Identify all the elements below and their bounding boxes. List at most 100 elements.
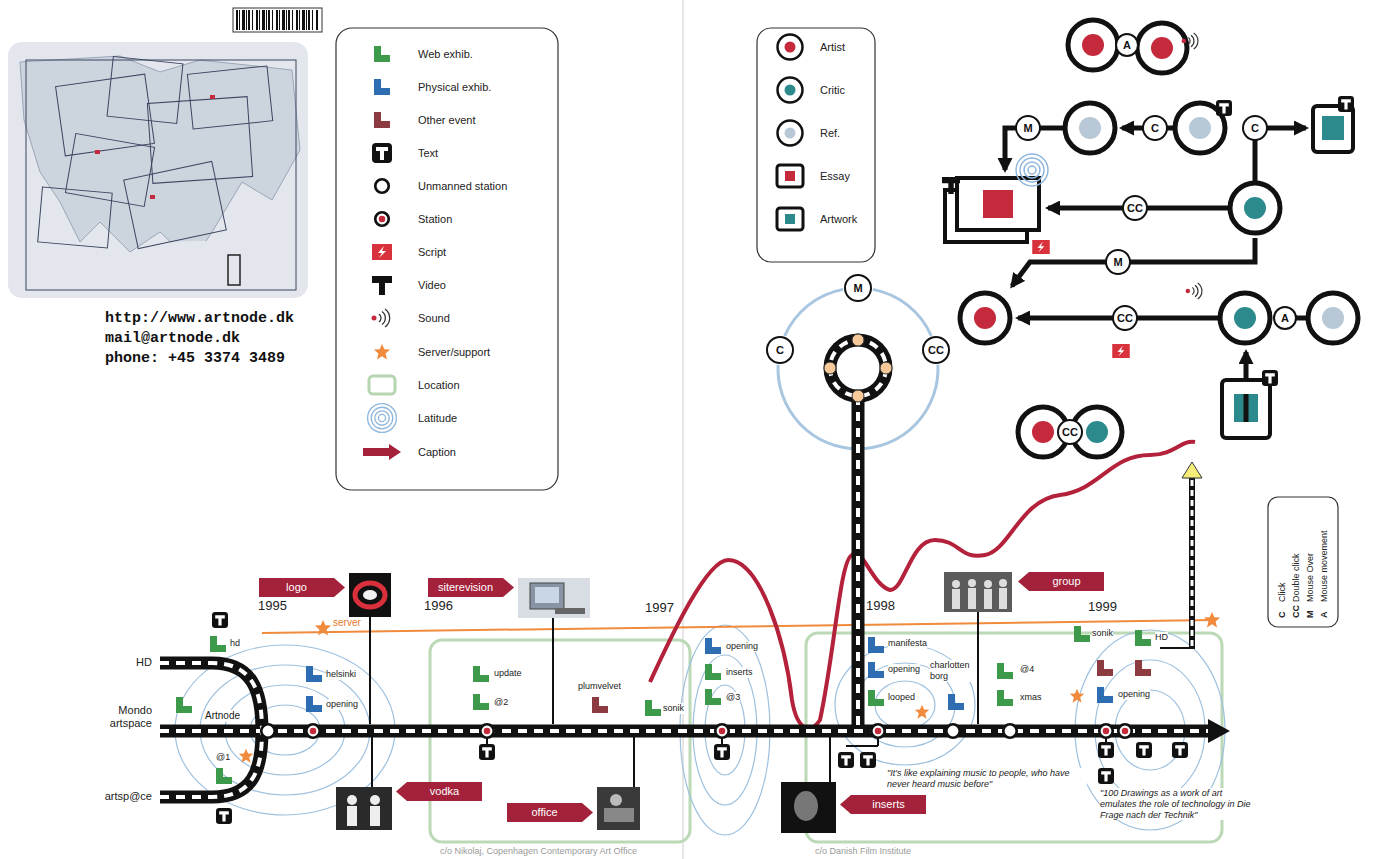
europe-map	[8, 42, 308, 298]
action-circle: C	[1242, 115, 1268, 141]
label-ev: update	[494, 668, 522, 679]
label-ev: @2	[494, 697, 508, 708]
track	[262, 725, 1212, 738]
event-icons	[216, 768, 232, 784]
action-circle: C	[1142, 115, 1168, 141]
action-letter: CC	[1117, 312, 1133, 324]
action-letter: A	[1281, 312, 1289, 324]
barcode	[233, 8, 322, 32]
track	[160, 340, 1208, 797]
photos	[968, 579, 976, 587]
legend-samples	[363, 444, 401, 460]
track	[160, 729, 262, 733]
action-circle: M	[1015, 115, 1041, 141]
activity-curve	[650, 442, 1195, 728]
leader-lines	[829, 737, 831, 782]
label-year: 1998	[866, 598, 895, 614]
europe-map	[95, 150, 100, 154]
europe-map	[38, 187, 113, 248]
interaction-diagram	[942, 177, 960, 194]
label-quote: "It's like explaining music to people, w…	[887, 768, 1087, 790]
photos	[370, 806, 380, 826]
track	[824, 334, 892, 402]
legend-row: CCDouble click	[1289, 502, 1303, 622]
photos	[370, 795, 380, 805]
legend-samples	[777, 165, 803, 187]
leader-lines	[846, 745, 878, 747]
track	[880, 362, 892, 374]
label-ev: xmas	[1020, 692, 1042, 703]
legend-text: Unmanned station	[418, 179, 507, 193]
europe-map	[124, 161, 227, 248]
label-ev: HD	[1155, 632, 1168, 643]
label-year: 1995	[258, 598, 287, 614]
interaction-diagram	[1230, 183, 1280, 233]
future-track	[1160, 647, 1195, 649]
photos	[952, 580, 960, 588]
label-ev: opening	[1118, 689, 1150, 700]
event-icons	[705, 689, 721, 705]
stations	[715, 724, 729, 738]
event-icons	[1097, 660, 1113, 676]
label-ev: opening	[326, 699, 358, 710]
event-icons	[1135, 630, 1151, 646]
action-circle: C	[766, 336, 794, 364]
caption-text: group	[1052, 572, 1080, 591]
photos	[952, 589, 960, 609]
action-circle: CC	[1112, 305, 1138, 331]
interaction-diagram	[1032, 240, 1050, 254]
caption-arrow-shape	[507, 803, 593, 822]
interaction-diagram	[1112, 344, 1130, 358]
photos	[968, 588, 976, 609]
interaction-diagram	[1137, 23, 1187, 73]
interaction-diagram	[960, 293, 1010, 343]
caption-arrow: siterevision	[428, 578, 514, 597]
event-icons	[479, 744, 495, 760]
interaction-diagram	[942, 20, 1358, 457]
label-ev: opening	[726, 641, 758, 652]
event-icons	[306, 696, 322, 712]
interaction-diagram	[1244, 394, 1249, 422]
legend-text: Web exhib.	[418, 47, 473, 61]
event-icons	[868, 637, 884, 653]
europe-map	[210, 95, 215, 99]
label-ev: looped	[888, 692, 915, 703]
action-circle: A	[1273, 306, 1297, 330]
track	[262, 729, 1208, 733]
legend-samples	[778, 35, 803, 60]
track	[824, 362, 836, 374]
track	[160, 663, 262, 731]
future-track	[1191, 480, 1194, 646]
legend-text: Artist	[820, 40, 845, 54]
photos	[555, 608, 585, 614]
caption-arrow: vodka	[396, 782, 482, 801]
legend-text: Latitude	[418, 411, 457, 425]
track	[856, 396, 860, 725]
label-ev: @1	[216, 752, 230, 763]
action-letter: CC	[1062, 426, 1078, 438]
connector-arc	[873, 289, 931, 335]
action-key: M	[1303, 602, 1317, 618]
label-url: http://www.artnode.dk	[105, 310, 294, 327]
track	[160, 731, 262, 797]
interaction-diagram	[1313, 106, 1353, 152]
legend-text: Mouse Over	[1305, 553, 1315, 602]
leader-lines	[633, 737, 635, 787]
event-icons	[838, 752, 854, 768]
stations	[1099, 724, 1113, 738]
legend-samples	[372, 244, 392, 260]
interaction-diagram	[1182, 33, 1198, 49]
stations	[946, 724, 960, 738]
leader-lines	[371, 737, 373, 787]
leader-lines	[370, 612, 1106, 787]
legend-text: Station	[418, 212, 452, 226]
legend-text: Caption	[418, 445, 456, 459]
interaction-diagram	[1216, 100, 1232, 116]
barcode	[236, 10, 319, 30]
label-co: c/o Danish Film Institute	[815, 846, 911, 857]
stations	[261, 724, 275, 738]
label-ev2: Artnode	[205, 710, 240, 722]
legend-text: Physical exhib.	[418, 80, 491, 94]
